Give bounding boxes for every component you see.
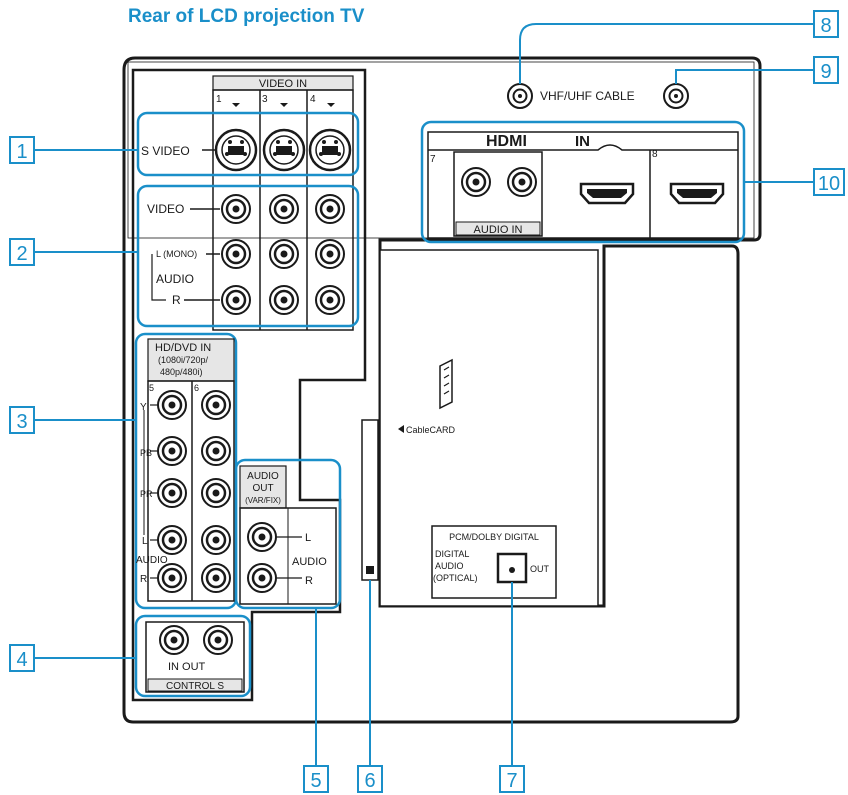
callout-3: 3 xyxy=(16,411,27,433)
callout-2: 2 xyxy=(16,243,27,265)
hd-pr-jack-5 xyxy=(156,477,188,509)
hdmi-port-7 xyxy=(579,182,635,205)
video-in-3-label: 3 xyxy=(262,94,268,105)
hd-dvd-formats-1: (1080i/720p/ xyxy=(158,355,209,365)
hd-audio-r-label: R xyxy=(140,574,147,585)
hd-pb-jack-5 xyxy=(156,435,188,467)
callout-boxes xyxy=(9,10,845,793)
hd-pr-jack-6 xyxy=(200,477,232,509)
hdmi-audio-in-r-jack xyxy=(506,166,538,198)
audio-out-r-label: R xyxy=(305,575,313,587)
hd-audio-label: AUDIO xyxy=(136,555,168,566)
cablecard-slot xyxy=(361,419,379,581)
callout-9: 9 xyxy=(820,61,831,83)
cablecard-label: CableCARD xyxy=(406,425,456,435)
cablecard-logo xyxy=(439,358,453,410)
hdmi-port-8 xyxy=(669,182,725,205)
s-video-jack-1 xyxy=(214,128,258,172)
control-s-in-out-label: IN OUT xyxy=(168,661,206,673)
digital-label: DIGITAL xyxy=(435,549,469,559)
hdmi-7-label: 7 xyxy=(430,154,436,165)
callout-4: 4 xyxy=(16,649,27,671)
callout-10: 10 xyxy=(818,173,840,195)
hd-pr-label: PR xyxy=(140,489,153,499)
hdmi-in-label: IN xyxy=(575,133,590,150)
callout-leaders xyxy=(34,23,814,766)
group-2-outline xyxy=(136,184,360,328)
hd-dvd-formats-2: 480p/480i) xyxy=(160,367,203,377)
audio-out-label-3: (VAR/FIX) xyxy=(245,496,281,505)
hd-dvd-in-label: HD/DVD IN xyxy=(155,342,211,354)
audio-l-jack-1 xyxy=(220,238,252,270)
cable-jack-2 xyxy=(663,83,689,109)
hd-pb-label: PB xyxy=(140,448,152,458)
audio-out-l-label: L xyxy=(305,532,311,544)
hd-audio-r-jack-5 xyxy=(156,562,188,594)
s-video-jack-3 xyxy=(262,128,306,172)
audio-l-mono-label: L (MONO) xyxy=(156,249,197,259)
audio-label: AUDIO xyxy=(156,272,194,286)
control-s-label: CONTROL S xyxy=(166,681,224,692)
callout-5: 5 xyxy=(310,770,321,792)
hdmi-8-label: 8 xyxy=(652,149,658,160)
audio-l-jack-3 xyxy=(268,238,300,270)
hd-pb-jack-6 xyxy=(200,435,232,467)
video-in-4-label: 4 xyxy=(310,94,316,105)
hd-audio-l-jack-6 xyxy=(200,524,232,556)
hdmi-logo: HDMI xyxy=(486,133,527,150)
audio-r-label: R xyxy=(172,293,181,307)
hdmi-audio-in-l-jack xyxy=(460,166,492,198)
video-in-1-label: 1 xyxy=(216,94,222,105)
audio-out-r-jack xyxy=(246,562,278,594)
optical-label: (OPTICAL) xyxy=(433,573,478,583)
callout-8: 8 xyxy=(820,15,831,37)
hd-audio-r-jack-6 xyxy=(200,562,232,594)
tv-back-panel xyxy=(122,56,762,724)
hd-y-jack-5 xyxy=(156,389,188,421)
audio-r-jack-4 xyxy=(314,284,346,316)
page-title: Rear of LCD projection TV xyxy=(128,6,365,27)
audio-out-audio-label: AUDIO xyxy=(292,556,327,568)
s-video-jack-4 xyxy=(308,128,352,172)
digital-audio-label: AUDIO xyxy=(435,561,464,571)
video-jack-3 xyxy=(268,193,300,225)
optical-out-label: OUT xyxy=(530,564,550,574)
group-4-outline xyxy=(134,614,252,698)
hdmi-audio-in-label: AUDIO IN xyxy=(474,224,523,236)
audio-l-jack-4 xyxy=(314,238,346,270)
video-jack-4 xyxy=(314,193,346,225)
control-s-out-jack xyxy=(202,624,234,656)
group-5-outline xyxy=(234,458,342,610)
hd-y-jack-6 xyxy=(200,389,232,421)
callout-7: 7 xyxy=(506,770,517,792)
group-1-outline xyxy=(136,111,360,177)
audio-out-l-jack xyxy=(246,521,278,553)
video-label: VIDEO xyxy=(147,202,184,216)
video-in-label: VIDEO IN xyxy=(259,78,307,90)
vhf-uhf-jack xyxy=(507,83,533,109)
s-video-label: S VIDEO xyxy=(141,144,190,158)
pcm-dolby-label: PCM/DOLBY DIGITAL xyxy=(449,532,539,542)
audio-out-label-1: AUDIO xyxy=(247,471,279,482)
callout-6: 6 xyxy=(364,770,375,792)
audio-out-label-2: OUT xyxy=(252,483,273,494)
video-jack-1 xyxy=(220,193,252,225)
hd-audio-l-jack-5 xyxy=(156,524,188,556)
vhf-uhf-label: VHF/UHF CABLE xyxy=(540,89,635,103)
callout-1: 1 xyxy=(16,141,27,163)
audio-r-jack-1 xyxy=(220,284,252,316)
control-s-in-jack xyxy=(158,624,190,656)
hd-6-label: 6 xyxy=(194,383,199,393)
hd-y-label: Y xyxy=(140,402,147,413)
hd-5-label: 5 xyxy=(149,383,154,393)
audio-r-jack-3 xyxy=(268,284,300,316)
hd-audio-l-label: L xyxy=(142,536,148,547)
